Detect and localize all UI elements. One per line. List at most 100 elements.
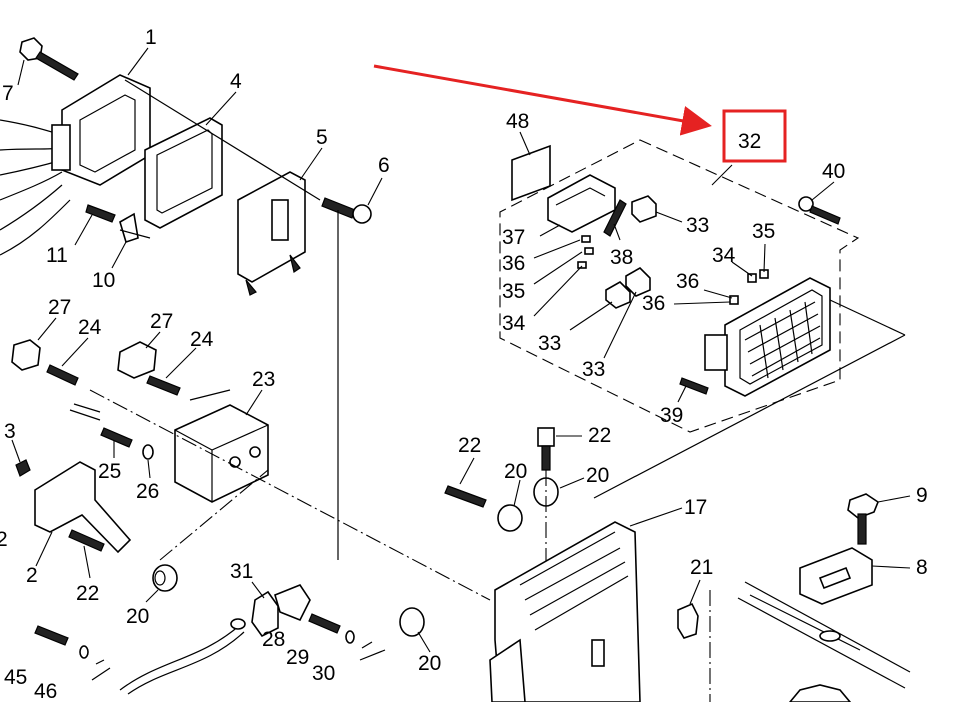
screw-28 bbox=[308, 613, 341, 634]
connector-37 bbox=[539, 174, 616, 237]
part-23-relay bbox=[174, 389, 269, 503]
grommet-20-bottom bbox=[399, 607, 431, 653]
callout-4: 4 bbox=[230, 70, 242, 93]
leaders-top-left bbox=[17, 47, 383, 560]
callout-37: 37 bbox=[502, 226, 525, 249]
bracket-17-left-panel bbox=[489, 638, 526, 702]
fitting-bottom-right bbox=[788, 684, 852, 702]
label-48 bbox=[511, 131, 551, 202]
washer-46 bbox=[79, 645, 111, 681]
bolt-7 bbox=[19, 37, 79, 81]
callout-8: 8 bbox=[916, 556, 928, 579]
callout-20-left: 20 bbox=[126, 605, 149, 628]
bolt-22-side bbox=[444, 457, 487, 508]
callout-32: 32 bbox=[738, 130, 761, 153]
highlight-box bbox=[722, 109, 787, 163]
bolt-22-top bbox=[537, 427, 582, 471]
callout-3: 3 bbox=[4, 420, 16, 443]
screw-39 bbox=[677, 377, 709, 403]
highlight-arrow bbox=[373, 64, 712, 136]
callout-2: 2 bbox=[26, 564, 38, 587]
callout-23: 23 bbox=[252, 368, 275, 391]
callout-6: 6 bbox=[378, 154, 390, 177]
caps-33-mid bbox=[569, 267, 651, 359]
callout-7: 7 bbox=[2, 82, 14, 105]
part-2-bracket bbox=[34, 461, 132, 567]
callout-20-right-side: 20 bbox=[504, 460, 527, 483]
small-clips-left bbox=[533, 235, 594, 317]
callout-34-left: 34 bbox=[502, 312, 526, 335]
part-31-elbow bbox=[251, 581, 311, 638]
part-4-gasket bbox=[144, 117, 223, 229]
grommet-20-side bbox=[497, 479, 523, 532]
screw-11 bbox=[85, 204, 116, 223]
grommet-20-left bbox=[145, 564, 178, 603]
callout-33-top: 33 bbox=[686, 214, 709, 237]
callout-26: 26 bbox=[136, 480, 159, 503]
callout-33-mid: 33 bbox=[538, 332, 561, 355]
screw-40 bbox=[798, 181, 841, 225]
callout-20-right-top: 20 bbox=[586, 464, 609, 487]
callout-22-left: 22 bbox=[76, 582, 99, 605]
callout-46: 46 bbox=[34, 680, 57, 702]
callout-39: 39 bbox=[660, 404, 683, 427]
callout-1: 1 bbox=[145, 26, 157, 49]
ecu-unit bbox=[704, 277, 831, 397]
callout-33-bottom: 33 bbox=[582, 358, 605, 381]
callout-34-right: 34 bbox=[712, 244, 736, 267]
sensor-27-right bbox=[117, 331, 161, 379]
terminal-30 bbox=[359, 641, 386, 661]
ecu-guide-line-2 bbox=[593, 334, 906, 499]
screw-25 bbox=[100, 427, 133, 458]
hose-bottom-right bbox=[737, 581, 911, 689]
callout-20-bottom: 20 bbox=[418, 652, 441, 675]
callout-2-left: 2 bbox=[0, 528, 8, 551]
bolt-22-left bbox=[68, 529, 105, 579]
callout-36-left: 36 bbox=[502, 252, 525, 275]
callout-36-right-top: 36 bbox=[676, 270, 699, 293]
leaders-mid-left bbox=[89, 389, 491, 601]
callout-27-right: 27 bbox=[150, 310, 173, 333]
bolt-24-right bbox=[146, 347, 197, 396]
callout-28: 28 bbox=[262, 628, 285, 651]
callout-25: 25 bbox=[98, 460, 121, 483]
callout-10: 10 bbox=[92, 269, 115, 292]
sensor-27-left bbox=[11, 317, 57, 371]
cable-ground bbox=[119, 618, 246, 695]
small-clips-right bbox=[673, 243, 769, 305]
callout-35-right: 35 bbox=[752, 220, 775, 243]
washer-26 bbox=[142, 444, 154, 479]
callout-40: 40 bbox=[822, 160, 845, 183]
callout-29: 29 bbox=[286, 646, 309, 669]
callout-11: 11 bbox=[46, 244, 68, 267]
callout-24-left: 24 bbox=[78, 316, 102, 339]
callout-21: 21 bbox=[690, 556, 713, 579]
callout-22-right-side: 22 bbox=[458, 434, 481, 457]
washer-29 bbox=[345, 630, 355, 644]
callout-38: 38 bbox=[610, 246, 633, 269]
callout-30: 30 bbox=[312, 662, 335, 685]
callout-31: 31 bbox=[230, 560, 253, 583]
callout-5: 5 bbox=[316, 126, 328, 149]
callout-22-right-top: 22 bbox=[588, 424, 611, 447]
callout-9: 9 bbox=[916, 484, 928, 507]
grommet-20-top bbox=[533, 477, 585, 507]
screw-45 bbox=[34, 625, 69, 646]
clip-10 bbox=[119, 212, 139, 244]
callout-17: 17 bbox=[684, 496, 707, 519]
ecu-assembly-boundary bbox=[499, 139, 860, 433]
bolt-24-left bbox=[46, 337, 89, 386]
part-17-bracket bbox=[494, 507, 683, 702]
ecu-guide-line bbox=[829, 299, 906, 336]
callout-35-left: 35 bbox=[502, 280, 525, 303]
part-1-throttle-body bbox=[51, 74, 151, 186]
bolt-6 bbox=[321, 197, 372, 224]
bolt-9 bbox=[847, 493, 911, 545]
part-8-clamp bbox=[799, 547, 911, 605]
bolt-3 bbox=[11, 439, 31, 477]
callout-45: 45 bbox=[4, 666, 27, 689]
cap-33-top bbox=[631, 195, 683, 223]
callout-24-right: 24 bbox=[190, 328, 214, 351]
connector-wires-mid bbox=[69, 389, 231, 421]
